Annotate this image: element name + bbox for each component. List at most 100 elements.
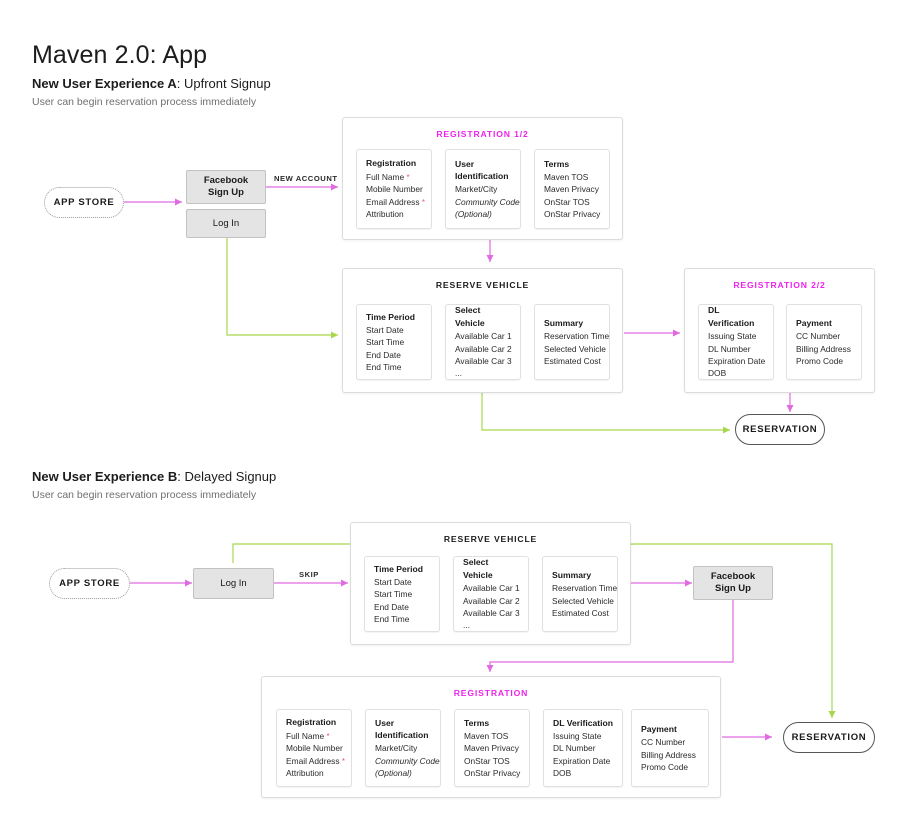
- edge-reserve-to-reservation-a: [481, 393, 730, 434]
- panel-registration-1-2: REGISTRATION 1/2 Registration Full Name …: [342, 117, 623, 240]
- card-item: DOB: [708, 368, 727, 379]
- card-select-vehicle-a[interactable]: Select Vehicle Available Car 1 Available…: [445, 304, 521, 380]
- card-item: Start Time: [366, 337, 405, 348]
- card-user-identification-a[interactable]: User Identification Market/City Communit…: [445, 149, 521, 229]
- node-app-store-a[interactable]: APP STORE: [44, 187, 124, 218]
- card-item: CC Number: [641, 737, 686, 748]
- card-item: Issuing State: [708, 331, 757, 342]
- card-terms-b[interactable]: Terms Maven TOS Maven Privacy OnStar TOS…: [454, 709, 530, 787]
- card-terms-a[interactable]: Terms Maven TOS Maven Privacy OnStar TOS…: [534, 149, 610, 229]
- card-heading: Time Period: [366, 311, 416, 322]
- card-item: Promo Code: [641, 761, 689, 772]
- card-item: Full Name *: [366, 171, 410, 182]
- card-item: Maven TOS: [544, 172, 589, 183]
- section-b-heading-rest: : Delayed Signup: [177, 469, 277, 484]
- card-item: End Time: [366, 362, 402, 373]
- card-item: Issuing State: [553, 731, 602, 742]
- card-registration-b[interactable]: Registration Full Name * Mobile Number E…: [276, 709, 352, 787]
- card-item: Available Car 1: [455, 331, 512, 342]
- card-item: Community Code: [455, 196, 520, 207]
- card-heading: Registration: [286, 717, 337, 728]
- card-item: Mobile Number: [286, 743, 343, 754]
- card-item: Available Car 3: [455, 355, 512, 366]
- card-time-period-b[interactable]: Time Period Start Date Start Time End Da…: [364, 556, 440, 632]
- card-item: OnStar TOS: [544, 196, 590, 207]
- card-item: Estimated Cost: [552, 607, 609, 618]
- card-item: Start Date: [374, 577, 412, 588]
- card-heading: Summary: [552, 569, 592, 580]
- card-item: Estimated Cost: [544, 355, 601, 366]
- card-heading: Terms: [544, 158, 570, 169]
- card-item: Selected Vehicle: [552, 595, 614, 606]
- card-item: OnStar TOS: [464, 755, 510, 766]
- card-item: Available Car 2: [455, 343, 512, 354]
- card-item: DOB: [553, 768, 572, 779]
- panel-registration-2-2: REGISTRATION 2/2 DL Verification Issuing…: [684, 268, 875, 393]
- card-select-vehicle-b[interactable]: Select Vehicle Available Car 1 Available…: [453, 556, 529, 632]
- section-b-heading-bold: New User Experience B: [32, 469, 178, 484]
- card-item: Available Car 1: [463, 583, 520, 594]
- section-a-heading: New User Experience A: Upfront Signup: [32, 76, 271, 91]
- card-item: Full Name *: [286, 730, 330, 741]
- card-heading: Time Period: [374, 563, 424, 574]
- card-item: Maven TOS: [464, 731, 509, 742]
- node-login-b[interactable]: Log In: [193, 568, 274, 599]
- card-item: CC Number: [796, 331, 841, 342]
- panel-reserve-vehicle-a: RESERVE VEHICLE Time Period Start Date S…: [342, 268, 623, 393]
- card-item: Available Car 3: [463, 607, 520, 618]
- card-item: Start Time: [374, 589, 413, 600]
- card-heading: Payment: [796, 317, 832, 328]
- card-item: Email Address *: [366, 196, 425, 207]
- card-heading: User Identification: [455, 158, 509, 181]
- card-heading: Select Vehicle: [455, 305, 485, 328]
- node-login-a[interactable]: Log In: [186, 209, 266, 238]
- card-item: Available Car 2: [463, 595, 520, 606]
- card-item: OnStar Privacy: [464, 768, 521, 779]
- card-summary-a[interactable]: Summary Reservation Time Selected Vehicl…: [534, 304, 610, 380]
- card-heading: DL Verification: [708, 305, 755, 328]
- section-a-heading-rest: : Upfront Signup: [176, 76, 271, 91]
- card-item: OnStar Privacy: [544, 209, 601, 220]
- card-dl-verification-b[interactable]: DL Verification Issuing State DL Number …: [543, 709, 623, 787]
- section-b-subtitle: User can begin reservation process immed…: [32, 489, 257, 501]
- node-app-store-b[interactable]: APP STORE: [49, 568, 130, 599]
- node-reservation-a[interactable]: RESERVATION: [735, 414, 825, 445]
- node-reservation-b[interactable]: RESERVATION: [783, 722, 875, 753]
- card-item: Promo Code: [796, 355, 844, 366]
- card-item: ...: [455, 368, 462, 379]
- card-item: Selected Vehicle: [544, 343, 606, 354]
- edge-label-new-account: NEW ACCOUNT: [274, 174, 338, 183]
- card-item: Email Address *: [286, 755, 345, 766]
- card-item: Expiration Date: [708, 355, 766, 366]
- panel-title-registration-2-2: REGISTRATION 2/2: [733, 280, 826, 290]
- card-dl-verification-a[interactable]: DL Verification Issuing State DL Number …: [698, 304, 774, 380]
- card-item: Market/City: [375, 743, 418, 754]
- card-registration-a[interactable]: Registration Full Name * Mobile Number E…: [356, 149, 432, 229]
- card-heading: Select Vehicle: [463, 557, 493, 580]
- card-item: Market/City: [455, 184, 498, 195]
- card-item: End Date: [366, 349, 401, 360]
- card-item: End Date: [374, 601, 409, 612]
- card-user-identification-b[interactable]: User Identification Market/City Communit…: [365, 709, 441, 787]
- card-item: DL Number: [708, 343, 751, 354]
- card-item: Billing Address: [796, 343, 851, 354]
- card-heading: User Identification: [375, 717, 429, 740]
- card-summary-b[interactable]: Summary Reservation Time Selected Vehicl…: [542, 556, 618, 632]
- panel-registration-b: REGISTRATION Registration Full Name * Mo…: [261, 676, 721, 798]
- card-payment-b[interactable]: Payment CC Number Billing Address Promo …: [631, 709, 709, 787]
- card-item: Attribution: [366, 209, 404, 220]
- card-item: End Time: [374, 614, 410, 625]
- card-time-period-a[interactable]: Time Period Start Date Start Time End Da…: [356, 304, 432, 380]
- card-heading: Terms: [464, 717, 490, 728]
- section-a-heading-bold: New User Experience A: [32, 76, 177, 91]
- page-title: Maven 2.0: App: [32, 41, 208, 69]
- card-heading: DL Verification: [553, 717, 614, 728]
- card-item: Attribution: [286, 768, 324, 779]
- card-heading: Registration: [366, 158, 417, 169]
- card-item: Community Code: [375, 755, 440, 766]
- panel-title-reserve-vehicle-b: RESERVE VEHICLE: [443, 534, 538, 544]
- card-payment-a[interactable]: Payment CC Number Billing Address Promo …: [786, 304, 862, 380]
